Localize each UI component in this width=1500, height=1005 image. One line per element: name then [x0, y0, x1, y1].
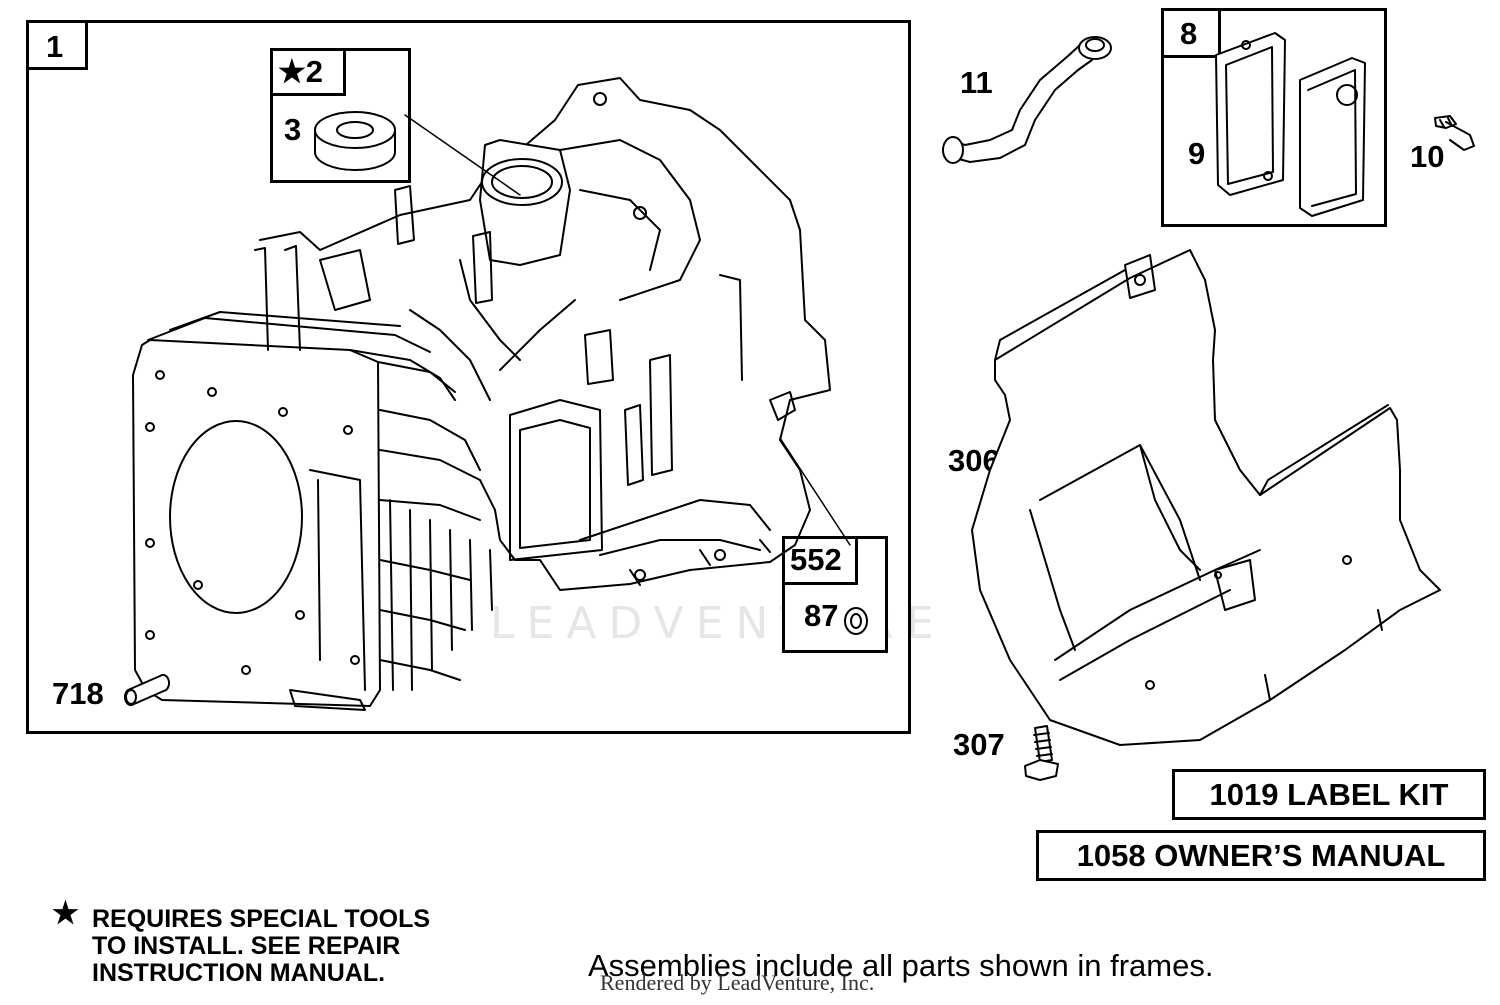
label-kit-box[interactable]: 1019 LABEL KIT: [1172, 769, 1486, 820]
callout-8: 8: [1180, 16, 1198, 51]
breather-tube-drawing: [942, 36, 1112, 164]
callout-box-8[interactable]: [1161, 8, 1221, 58]
breather-box[interactable]: [782, 536, 888, 653]
rendered-by-caption: Rendered by LeadVenture, Inc.: [600, 970, 875, 995]
dowel-pin-drawing: [123, 673, 171, 707]
breather-box-divider-v: [855, 536, 858, 584]
callout-718: 718: [52, 676, 104, 711]
seal-box-divider-v: [343, 48, 346, 95]
engine-block-frame: [26, 20, 911, 734]
engine-block-drawing: [132, 77, 851, 711]
gasket-drawing: [1215, 32, 1366, 217]
star-symbol: ★: [52, 897, 79, 930]
callout-3: 3: [284, 112, 302, 147]
breather-box-divider: [782, 582, 858, 585]
screw-307-drawing: [1024, 725, 1059, 781]
washer-drawing: [844, 607, 868, 635]
seal-box-divider: [270, 93, 346, 96]
callout-10: 10: [1410, 139, 1445, 174]
callout-star-2: ★2: [278, 54, 324, 89]
assemblies-caption: Assemblies include all parts shown in fr…: [588, 948, 1214, 983]
gasket-frame: [1161, 8, 1387, 227]
callout-9: 9: [1188, 136, 1206, 171]
seal-ring-drawing: [314, 111, 396, 171]
callout-11: 11: [960, 65, 993, 100]
special-tools-line-1: REQUIRES SPECIAL TOOLS: [92, 905, 431, 933]
callout-552: 552: [790, 542, 842, 577]
callout-307: 307: [953, 727, 1005, 762]
callout-1: 1: [46, 29, 64, 64]
callout-box-1[interactable]: [26, 20, 88, 70]
shield-drawing: [971, 249, 1441, 746]
special-tools-line-2: TO INSTALL. SEE REPAIR: [92, 932, 401, 960]
screw-10-drawing: [1434, 115, 1475, 151]
callout-87: 87: [804, 598, 839, 633]
owners-manual-box[interactable]: 1058 OWNER’S MANUAL: [1036, 830, 1486, 881]
special-tools-line-3: INSTRUCTION MANUAL.: [92, 959, 386, 987]
